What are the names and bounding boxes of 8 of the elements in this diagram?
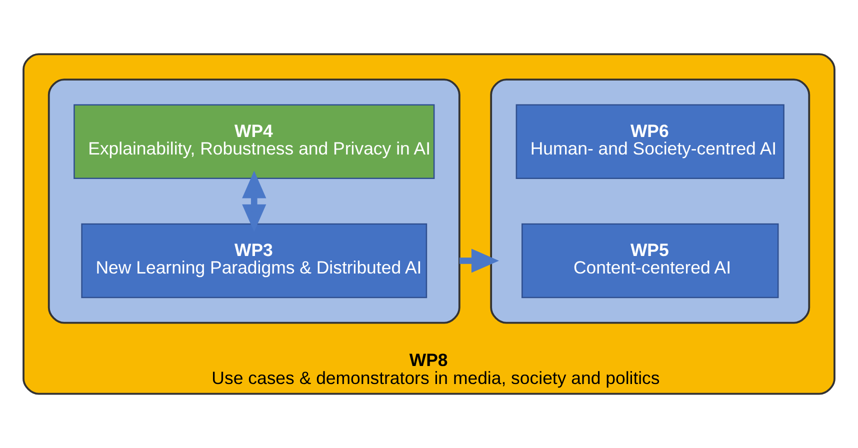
node-box: WP4 Explainability, Robustness and Privacy in AI	[74, 104, 435, 180]
node-box: WP3 New Learning Paradigms & Distributed AI	[81, 223, 428, 298]
cluster	[490, 78, 810, 324]
node-box: WP5 Content-centered AI	[522, 223, 779, 298]
arrow	[242, 170, 266, 232]
cluster	[48, 78, 460, 324]
arrow	[459, 248, 499, 273]
node-box: WP6 Human- and Society-centred AI	[516, 104, 784, 180]
